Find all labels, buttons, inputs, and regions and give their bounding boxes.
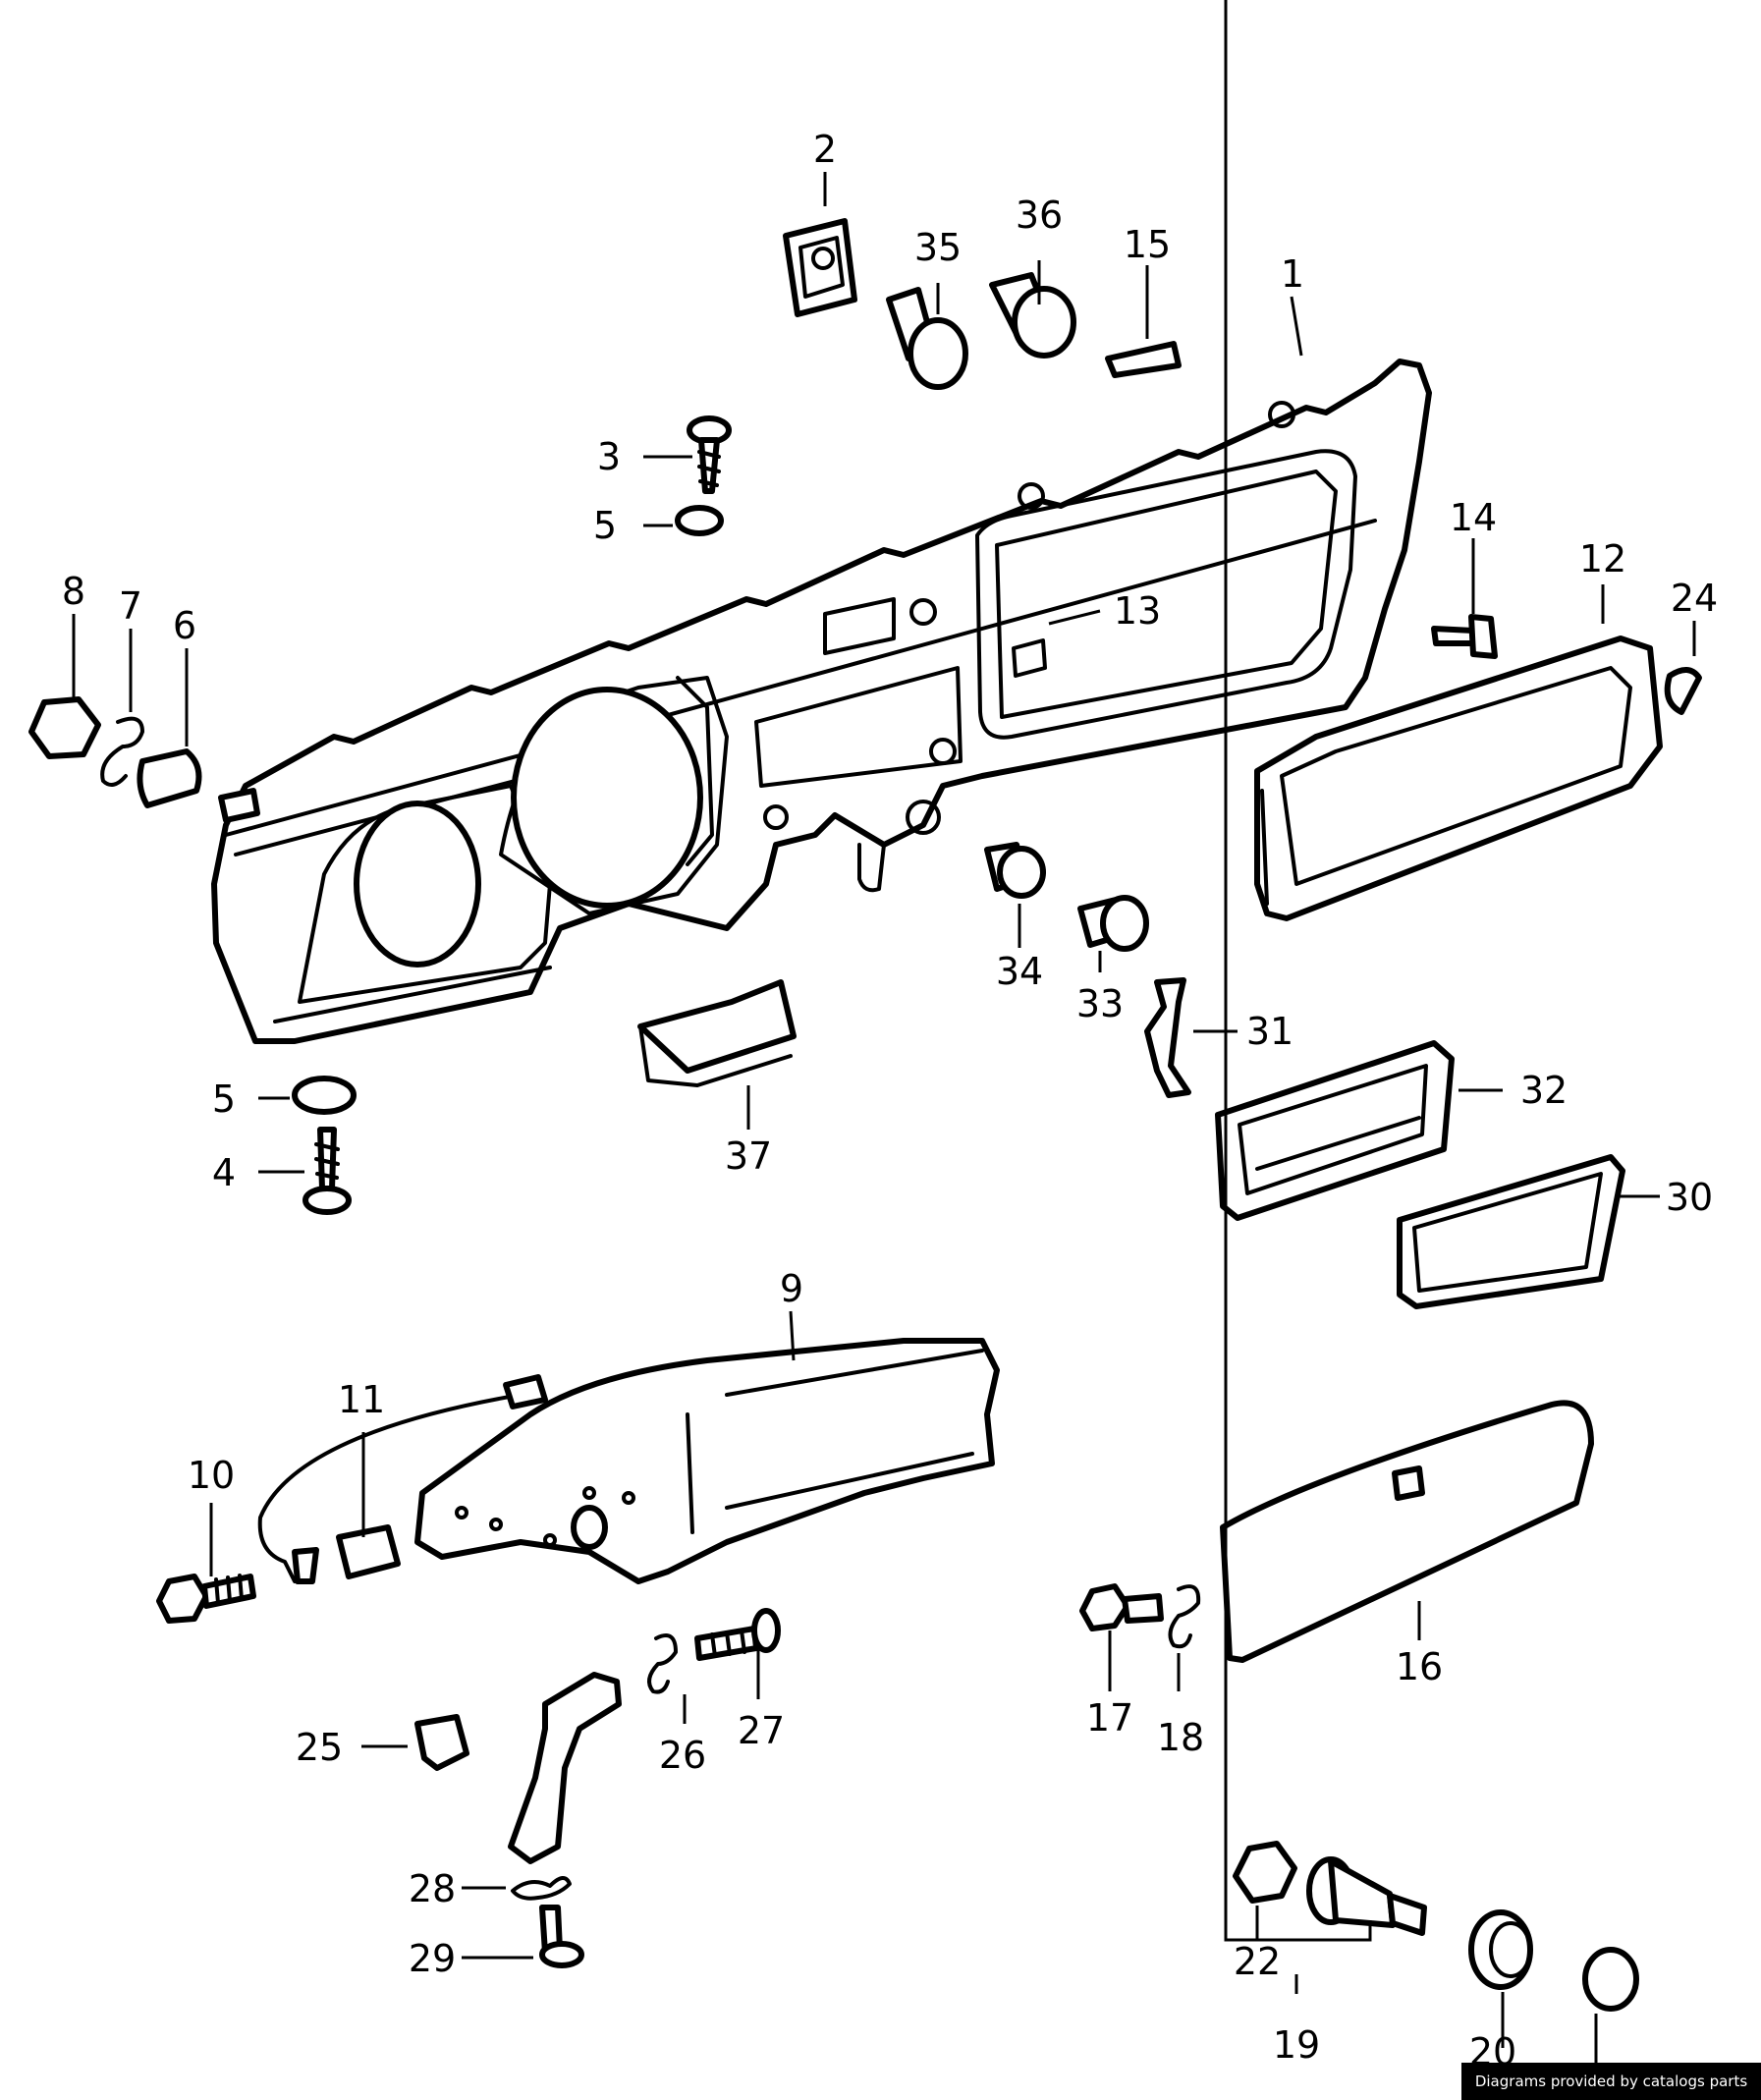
washer (675, 505, 724, 536)
clip (1105, 341, 1182, 378)
callout-1: 1 (1281, 252, 1304, 296)
callout-32: 32 (1520, 1069, 1568, 1112)
callout-2: 2 (813, 128, 837, 171)
switch-bezel (783, 218, 857, 317)
nut (28, 696, 101, 759)
knob (886, 287, 968, 390)
callout-6: 6 (173, 604, 196, 647)
knob (984, 842, 1046, 899)
callout-10: 10 (188, 1454, 235, 1497)
callout-33: 33 (1076, 982, 1124, 1025)
stud (218, 788, 260, 823)
callout-24: 24 (1671, 577, 1718, 620)
bolt (539, 1905, 584, 1968)
callout-labels: 1 2 3 4 5 5 6 7 8 9 10 11 12 13 14 15 16… (62, 128, 1718, 2073)
callout-36: 36 (1016, 193, 1063, 237)
bolt (1079, 1583, 1164, 1631)
callout-14: 14 (1450, 496, 1497, 539)
bolt (156, 1574, 256, 1624)
pin (1431, 614, 1498, 659)
glovebox-lid (1220, 1400, 1594, 1663)
callout-27: 27 (738, 1709, 785, 1752)
callout-19: 19 (1273, 2023, 1320, 2067)
knob (1077, 895, 1149, 952)
callout-22: 22 (1234, 1940, 1281, 1983)
knob (989, 272, 1076, 359)
callout-5-lower: 5 (212, 1078, 236, 1121)
callout-11: 11 (338, 1378, 385, 1421)
clip (414, 1714, 469, 1771)
screw (694, 1608, 781, 1661)
screw (687, 415, 732, 494)
cap (1582, 1947, 1639, 2012)
washer (292, 1076, 357, 1115)
clip (647, 1633, 678, 1694)
callout-15: 15 (1124, 223, 1171, 266)
callout-30: 30 (1666, 1176, 1713, 1219)
callout-16: 16 (1396, 1645, 1443, 1688)
glovebox-frame (1254, 636, 1663, 921)
callout-28: 28 (409, 1867, 456, 1910)
callout-13: 13 (1114, 589, 1161, 633)
vent-frame (1215, 1040, 1455, 1221)
ring (1468, 1909, 1533, 1990)
callout-34: 34 (996, 950, 1043, 993)
leader-lines (72, 0, 1696, 2063)
bracket (1144, 977, 1191, 1098)
nut (1233, 1841, 1297, 1904)
credit-banner: Diagrams provided by catalogs parts (1461, 2063, 1761, 2100)
callout-4: 4 (212, 1151, 236, 1194)
gasket (1397, 1154, 1625, 1309)
callout-12: 12 (1579, 537, 1626, 580)
callout-18: 18 (1157, 1716, 1204, 1759)
callout-5-upper: 5 (593, 504, 617, 547)
callout-8: 8 (62, 570, 85, 613)
dashboard-panel (211, 359, 1432, 1044)
callout-37: 37 (725, 1134, 772, 1178)
glovebox-liner (414, 1338, 1000, 1584)
clip (511, 1876, 572, 1901)
callout-25: 25 (296, 1726, 343, 1769)
callout-31: 31 (1246, 1010, 1293, 1053)
callout-7: 7 (119, 584, 142, 628)
callout-26: 26 (659, 1734, 706, 1777)
switch (637, 979, 797, 1087)
wire-clip (257, 1374, 548, 1584)
callout-35: 35 (914, 226, 962, 269)
clip (1168, 1584, 1201, 1649)
callout-17: 17 (1086, 1696, 1133, 1740)
screw (303, 1127, 352, 1215)
callout-29: 29 (409, 1937, 456, 1980)
clip (100, 716, 144, 787)
lock-cylinder (1306, 1856, 1427, 1936)
bushing (137, 748, 202, 808)
callout-3: 3 (597, 435, 621, 478)
support-bracket (508, 1672, 622, 1864)
callout-9: 9 (780, 1267, 803, 1310)
cap (1664, 667, 1702, 715)
